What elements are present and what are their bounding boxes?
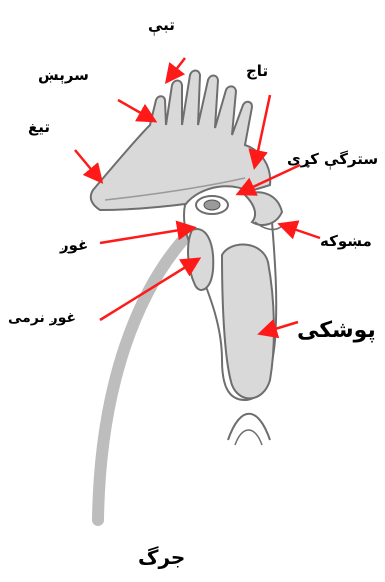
arrow-beak [282, 225, 320, 238]
arrow-crest-lobe [118, 100, 153, 120]
label-eye-side: سترگې کړی [287, 150, 378, 168]
arrow-crown [255, 95, 270, 165]
lower-body-outline [228, 414, 270, 440]
eye-inner [204, 200, 220, 210]
wattle-shape [222, 245, 274, 399]
arrow-tip [168, 58, 185, 80]
label-ear: غوږ [60, 236, 88, 254]
arrow-comb-base [75, 150, 100, 180]
arrow-earlobe [100, 260, 197, 320]
label-crest-lobe: سرېښ [38, 66, 89, 84]
earlobe-shape [188, 229, 213, 290]
label-comb-base: تيغ [28, 118, 50, 136]
label-crown: تاج [246, 62, 268, 80]
label-body: جرگ [138, 545, 185, 569]
lower-body-stub [235, 430, 262, 445]
label-wattle: پوشکی [297, 318, 376, 343]
label-tip: تبې [148, 16, 175, 34]
label-earlobe: غوږ نرمی [8, 310, 76, 326]
label-beak: مښوکه [320, 232, 372, 250]
neck-curve [98, 240, 183, 520]
